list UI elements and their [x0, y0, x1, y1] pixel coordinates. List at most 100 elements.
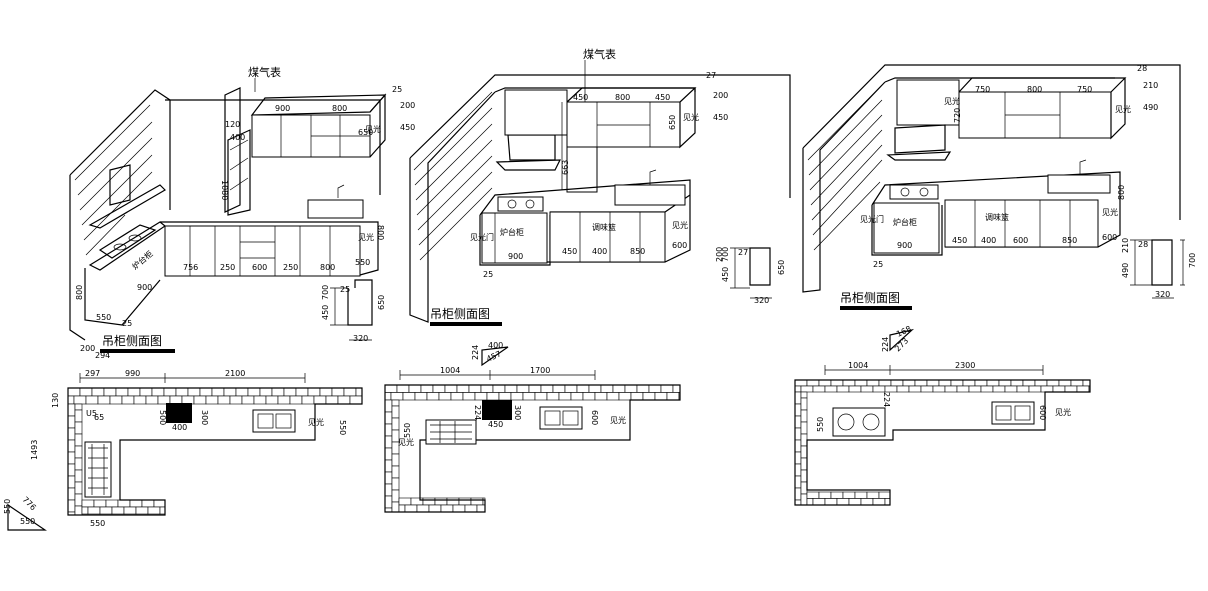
brick — [404, 504, 418, 513]
brick — [391, 489, 400, 503]
brick — [480, 384, 494, 393]
brick — [1022, 379, 1036, 387]
brick — [241, 395, 255, 405]
brick — [133, 395, 147, 405]
brick — [444, 384, 458, 393]
brick — [800, 493, 808, 506]
brick — [109, 395, 123, 405]
dim2-200b: 200 — [715, 247, 724, 262]
brick — [476, 504, 486, 513]
brick — [289, 395, 303, 405]
dim3-400: 400 — [981, 236, 996, 245]
brick — [806, 498, 814, 506]
plan1-550d: 550 — [20, 517, 35, 526]
brick — [391, 477, 400, 491]
dim3-490: 490 — [1143, 103, 1158, 112]
plan3-600: 600 — [1038, 405, 1047, 420]
brick — [398, 497, 412, 506]
brick — [127, 387, 141, 397]
stove-cabinet-label-3: 炉台柜 — [893, 217, 917, 227]
dim3-450: 450 — [952, 236, 967, 245]
brick — [99, 506, 113, 515]
brick — [151, 387, 165, 397]
dim-25b: 25 — [122, 319, 132, 328]
brick — [384, 459, 393, 473]
plan1-990: 990 — [125, 369, 140, 378]
plan2-224b: 224 — [473, 405, 482, 420]
brick — [74, 445, 83, 459]
gas-stove-block-1 — [166, 403, 192, 423]
angle-triangle-3 — [889, 328, 915, 352]
brick — [800, 481, 808, 495]
dim2-700: 700 — [721, 247, 730, 262]
brick — [540, 384, 554, 393]
dim-250: 250 — [220, 263, 235, 272]
brick — [85, 395, 99, 405]
brick — [1058, 379, 1072, 387]
brick — [384, 411, 393, 425]
brick — [830, 379, 844, 387]
dim-450b: 450 — [321, 305, 330, 320]
plan2-600: 600 — [590, 410, 599, 425]
plan2-400: 400 — [488, 341, 503, 350]
plan3-224b: 224 — [882, 392, 891, 407]
brick — [1052, 385, 1066, 393]
floor-plan-2: 1004 1700 400 224 457 300 224 450 600 55… — [384, 341, 681, 513]
brick — [630, 392, 644, 401]
gas-meter-label-1: 煤气表 — [248, 65, 281, 79]
brick — [277, 395, 291, 405]
brick — [446, 497, 460, 506]
see-site-label-2b: 见光 — [683, 112, 699, 122]
brick — [794, 439, 802, 453]
angle-triangle-2 — [481, 346, 509, 367]
brick — [384, 471, 393, 485]
brick — [428, 504, 442, 513]
brick — [926, 379, 940, 387]
dim-25: 25 — [392, 85, 402, 94]
brick — [794, 427, 802, 441]
dim3-720: 720 — [953, 108, 962, 123]
brick — [355, 387, 363, 397]
wall-cabinet-side-profile-2: 700 27 450 200 650 320 — [715, 247, 786, 305]
dim-400: 400 — [230, 133, 245, 142]
wall-cabinet-side-profile-1: 700 25 450 650 320 — [321, 279, 386, 343]
brick — [468, 384, 482, 393]
dim-650b: 650 — [377, 295, 386, 310]
brick — [319, 387, 333, 397]
title-underline-1 — [100, 349, 175, 353]
brick — [74, 469, 83, 483]
brick — [576, 384, 590, 393]
dim-294: 294 — [95, 351, 110, 360]
brick — [456, 384, 470, 393]
stove-cabinet-label-2: 炉台柜 — [500, 227, 524, 237]
brick — [331, 387, 345, 397]
brick — [420, 384, 434, 393]
brick — [211, 387, 225, 397]
kitchen-view-3: 炉台柜 调味篮 见光 见光 见光 见光门 750 800 750 28 210 … — [802, 64, 1197, 310]
brick — [313, 395, 327, 405]
brick — [253, 395, 267, 405]
wall-cabinet-side-title-1: 吊柜侧面图 — [102, 334, 162, 348]
brick — [884, 498, 891, 506]
brick — [794, 391, 802, 405]
stove-plan-1 — [84, 441, 112, 498]
brick — [624, 384, 638, 393]
brick — [654, 392, 668, 401]
brick — [806, 379, 820, 387]
dim-450: 450 — [400, 123, 415, 132]
brick — [145, 395, 159, 405]
brick — [1040, 385, 1054, 393]
dim2-320: 320 — [754, 296, 769, 305]
plan2-550: 550 — [403, 423, 412, 438]
brick — [67, 387, 81, 397]
stove-plan-3 — [832, 407, 886, 437]
brick — [402, 392, 416, 401]
brick — [498, 392, 512, 401]
brick — [73, 395, 87, 405]
brick — [812, 498, 826, 506]
see-site-door-label-3: 见光门 — [860, 214, 884, 224]
brick — [842, 379, 856, 387]
brick — [67, 439, 76, 453]
brick — [301, 395, 315, 405]
dim3-750b: 750 — [1077, 85, 1092, 94]
